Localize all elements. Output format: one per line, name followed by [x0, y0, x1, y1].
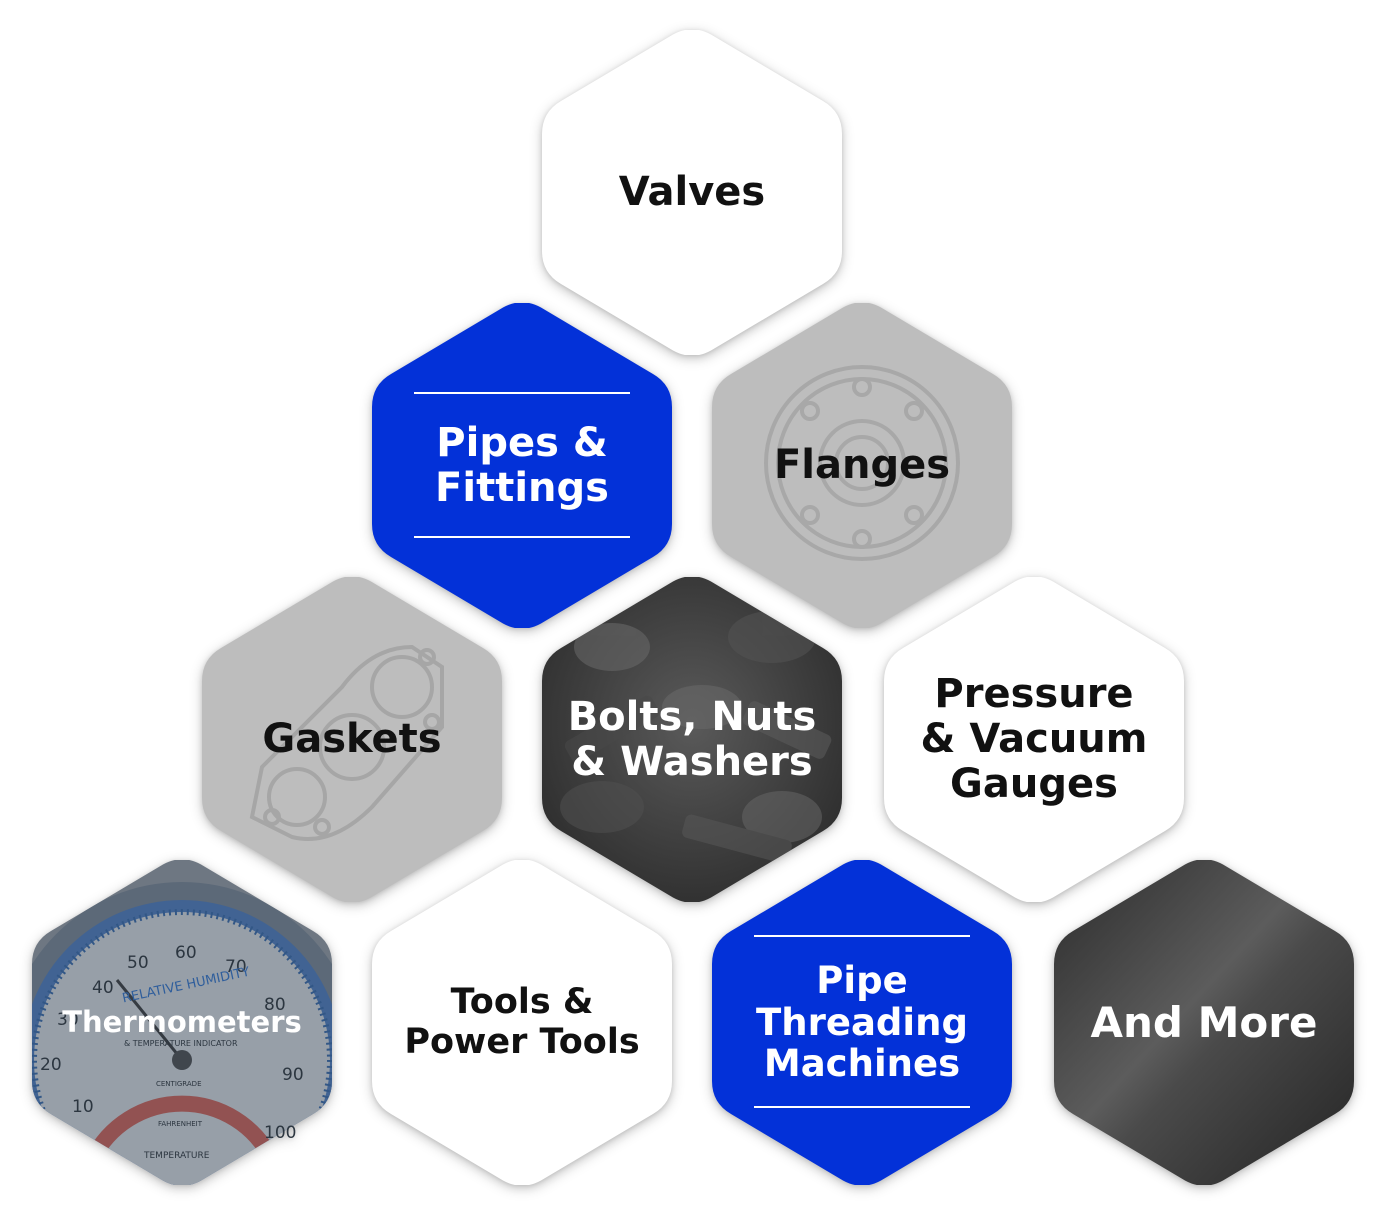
- hex-threading: Pipe Threading Machines: [712, 860, 1012, 1185]
- hex-valves: Valves: [542, 30, 842, 355]
- bottom-rule: [754, 1106, 970, 1108]
- hex-bolts: Bolts, Nuts & Washers: [542, 577, 842, 902]
- dial-subtext: & TEMPERATURE INDICATOR: [124, 1039, 238, 1048]
- dial-number: 40: [92, 978, 114, 998]
- dial-number: 60: [175, 943, 197, 963]
- dial-number: 10: [72, 1097, 94, 1117]
- hex-more: And More: [1054, 860, 1354, 1185]
- dial-number: 80: [264, 995, 286, 1015]
- hex-thermometers-label: Thermometers: [62, 1005, 302, 1040]
- hex-threading-label: Pipe Threading Machines: [756, 959, 968, 1086]
- hex-gauges-label: Pressure & Vacuum Gauges: [920, 671, 1148, 807]
- hex-more-label: And More: [1090, 997, 1318, 1047]
- flange-illustration: [764, 365, 960, 561]
- hex-flanges: Flanges: [712, 303, 1012, 628]
- dial-number: 50: [127, 953, 149, 973]
- hex-thermometers: 20 30 40 50 60 70 80 90 10 100 RELATIVE …: [32, 860, 332, 1185]
- hex-pipes-fittings: Pipes & Fittings: [372, 303, 672, 628]
- dial-number: 20: [40, 1055, 62, 1075]
- hex-gaskets-label: Gaskets: [262, 716, 442, 763]
- top-rule: [414, 392, 630, 394]
- dial-number: 90: [282, 1065, 304, 1085]
- dial-temperature: TEMPERATURE: [143, 1151, 210, 1161]
- bottom-rule: [414, 536, 630, 538]
- hex-bolts-label: Bolts, Nuts & Washers: [567, 693, 817, 785]
- dial-centigrade: CENTIGRADE: [156, 1080, 202, 1088]
- hex-gaskets: Gaskets: [202, 577, 502, 902]
- hex-gauges: Pressure & Vacuum Gauges: [884, 577, 1184, 902]
- dial-number: 30: [57, 1010, 79, 1030]
- dial-number: 100: [264, 1123, 296, 1143]
- top-rule: [754, 935, 970, 937]
- hex-tools-label: Tools & Power Tools: [404, 982, 640, 1062]
- hex-tools: Tools & Power Tools: [372, 860, 672, 1185]
- gasket-illustration: [249, 644, 444, 841]
- dial-fahrenheit: FAHRENHEIT: [158, 1120, 203, 1128]
- hex-flanges-label: Flanges: [773, 442, 951, 489]
- dial-number: 70: [225, 957, 247, 977]
- hex-valves-label: Valves: [618, 169, 766, 216]
- hex-pipes-fittings-label: Pipes & Fittings: [435, 419, 609, 511]
